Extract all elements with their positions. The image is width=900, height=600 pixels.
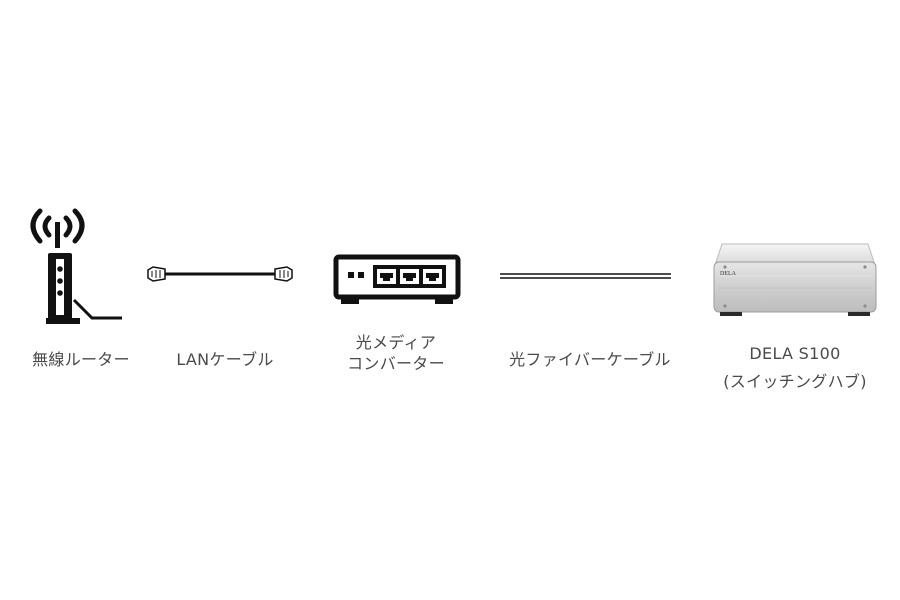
lan-cable-label: LANケーブル xyxy=(160,349,290,370)
fiber-cable-label: 光ファイバーケーブル xyxy=(492,349,688,370)
media-converter-label-line-2: コンバーター xyxy=(347,354,445,373)
lan-cable-icon xyxy=(145,262,295,286)
fiber-cable-label-line: 光ファイバーケーブル xyxy=(509,350,671,369)
lan-cable-label-line: LANケーブル xyxy=(176,350,274,369)
media-converter-icon xyxy=(333,252,461,310)
switching-hub-label-line-1: DELA S100 xyxy=(749,344,841,363)
switching-hub-label-line-2: (スイッチングハブ) xyxy=(723,372,867,391)
fiber-cable-icon xyxy=(498,268,674,284)
router-label-line: 無線ルーター xyxy=(32,350,130,369)
switching-hub-icon: DELA xyxy=(706,240,884,322)
switching-hub-label: DELA S100 (スイッチングハブ) xyxy=(705,340,885,396)
media-converter-label: 光メディア コンバーター xyxy=(330,332,462,374)
media-converter-label-line-1: 光メディア xyxy=(355,333,437,352)
router-label: 無線ルーター xyxy=(22,349,140,370)
wifi-router-icon xyxy=(22,205,132,330)
brand-logo-text: DELA xyxy=(720,271,737,277)
